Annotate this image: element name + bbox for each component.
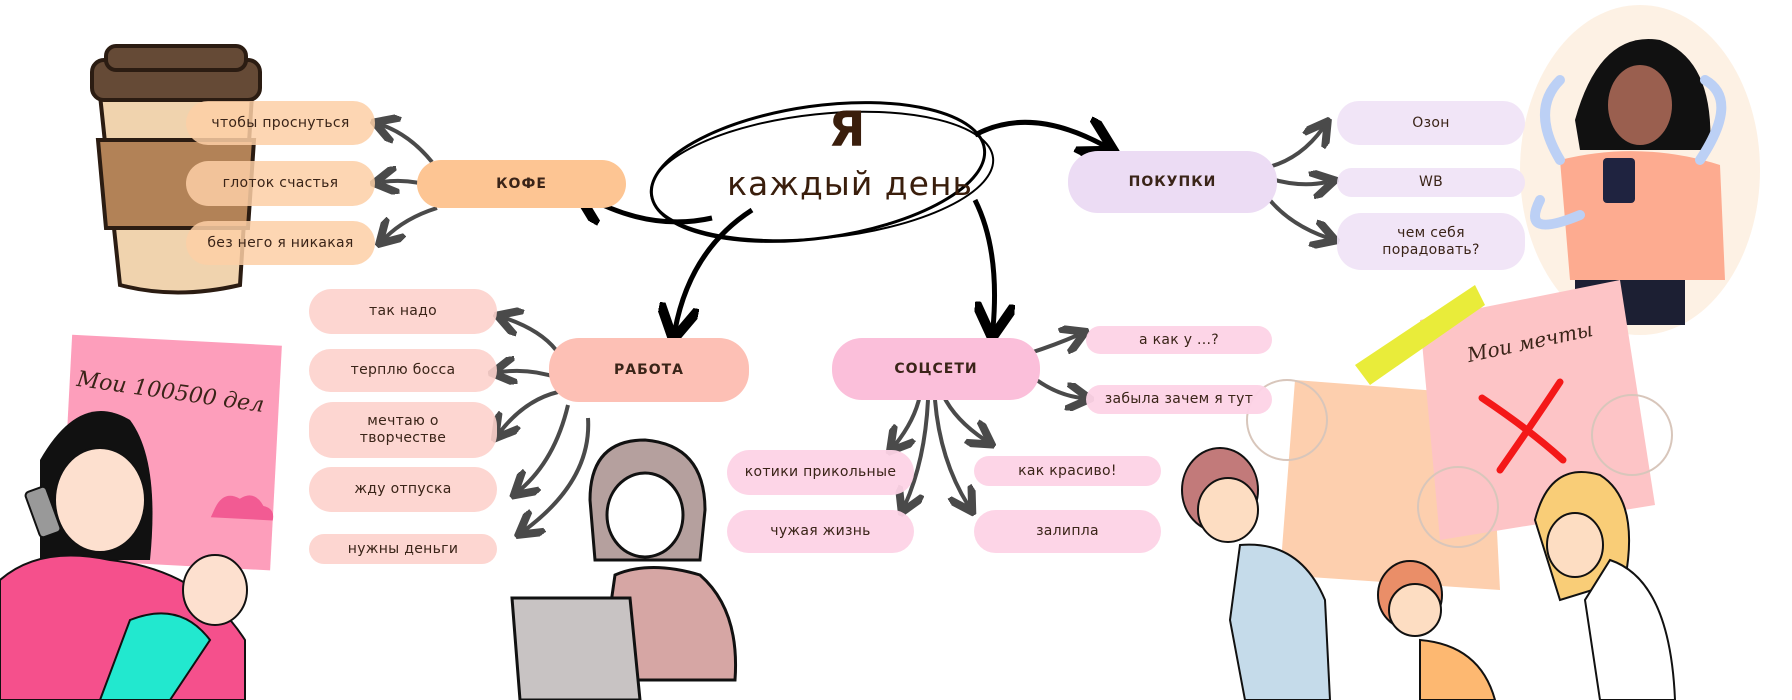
people-with-phones-illustration	[1181, 379, 1677, 700]
branch-coffee[interactable]: КОФЕ	[417, 160, 626, 208]
branch-social[interactable]: СОЦСЕТИ	[832, 338, 1040, 400]
work-item[interactable]: жду отпуска	[309, 467, 497, 512]
social-item[interactable]: залипла	[974, 510, 1161, 553]
arrow-to-social	[975, 198, 995, 328]
center-title: Я	[828, 102, 866, 158]
work-item[interactable]: нужны деньги	[309, 534, 497, 564]
work-item[interactable]: так надо	[309, 289, 497, 334]
center-subtitle: каждый день	[727, 164, 973, 203]
coffee-item[interactable]: чтобы проснуться	[186, 101, 375, 145]
arrow-to-shopping	[973, 122, 1105, 146]
social-item[interactable]: как красиво!	[974, 456, 1161, 486]
social-item[interactable]: а как у ...?	[1086, 326, 1272, 354]
coffee-item[interactable]: глоток счастья	[186, 161, 375, 206]
social-item[interactable]: котики прикольные	[727, 450, 914, 495]
red-cross-icon	[1478, 378, 1567, 474]
branch-shopping[interactable]: ПОКУПКИ	[1068, 151, 1277, 213]
social-item[interactable]: чужая жизнь	[727, 510, 914, 553]
mother-with-baby-illustration	[0, 411, 248, 700]
work-item[interactable]: терплю босса	[309, 349, 497, 392]
work-item[interactable]: мечтаю о творчестве	[309, 402, 497, 458]
arrow-to-work	[675, 207, 754, 330]
shopping-item[interactable]: WB	[1337, 168, 1525, 197]
social-item[interactable]: забыла зачем я тут	[1086, 385, 1272, 414]
shopping-item[interactable]: чем себя порадовать?	[1337, 213, 1525, 270]
shopping-item[interactable]: Озон	[1337, 101, 1525, 145]
branch-work[interactable]: РАБОТА	[549, 338, 749, 402]
stressed-woman-illustration	[1520, 5, 1760, 335]
woman-at-laptop-illustration	[510, 438, 738, 700]
coffee-item[interactable]: без него я никакая	[186, 221, 375, 265]
